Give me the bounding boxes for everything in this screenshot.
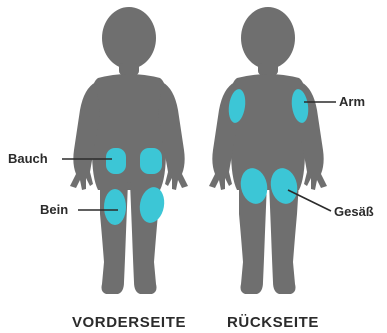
front-caption: VORDERSEITE [72, 314, 186, 331]
buttock-label: Gesäß [334, 204, 374, 219]
buttock-callout: Gesäß [288, 190, 374, 219]
back-head [241, 7, 295, 69]
arm-label: Arm [339, 94, 365, 109]
back-neck [258, 63, 278, 75]
abdomen-site-left [106, 148, 126, 174]
back-caption: RÜCKSEITE [227, 314, 319, 331]
leg-site-left [104, 189, 126, 225]
back-figure [209, 7, 327, 294]
front-figure [70, 7, 188, 294]
front-head [102, 7, 156, 69]
front-neck [119, 63, 139, 75]
abdomen-site-right [140, 148, 162, 174]
abdomen-label: Bauch [8, 151, 48, 166]
leg-label: Bein [40, 202, 68, 217]
